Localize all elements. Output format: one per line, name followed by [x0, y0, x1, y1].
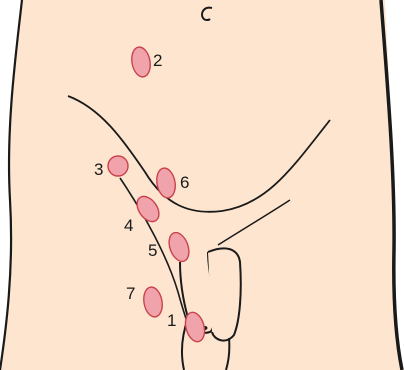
marker-3 — [108, 156, 128, 176]
scrotum-outline — [208, 248, 241, 340]
marker-label-3: 3 — [94, 160, 103, 179]
marker-label-4: 4 — [124, 216, 133, 235]
marker-label-2: 2 — [153, 51, 162, 70]
marker-label-7: 7 — [126, 284, 135, 303]
marker-label-1: 1 — [167, 311, 176, 330]
marker-label-5: 5 — [148, 241, 157, 260]
marker-label-6: 6 — [180, 173, 189, 192]
